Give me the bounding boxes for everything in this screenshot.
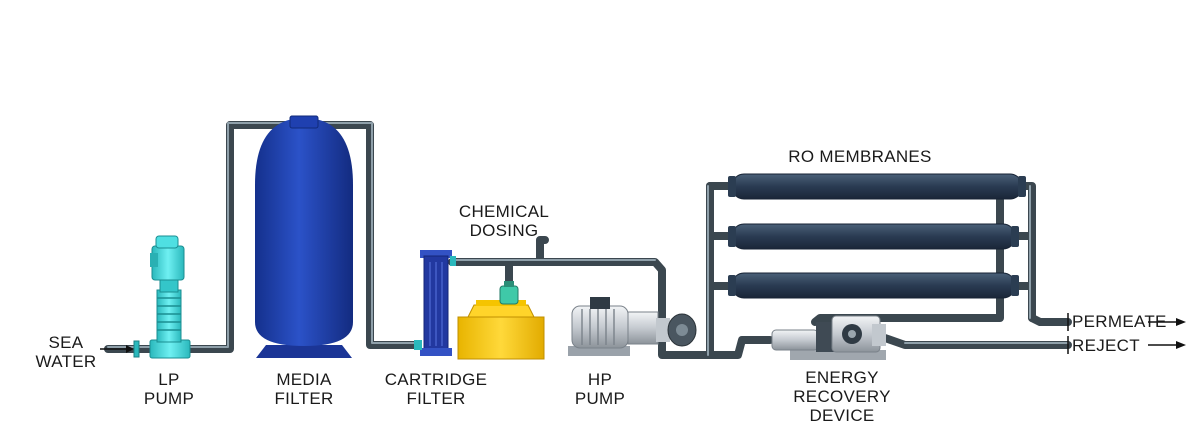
reject-arrow <box>1148 341 1186 349</box>
hp-pump <box>568 297 697 356</box>
sea-water-inlet <box>100 340 140 358</box>
energy-recovery-device <box>771 315 886 360</box>
outlet-arrows <box>1067 313 1186 354</box>
media-filter-label-line-1: MEDIA <box>276 370 332 389</box>
reject-label: REJECT <box>1072 336 1152 355</box>
reject-label-text: REJECT <box>1072 336 1140 355</box>
permeate-label-text: PERMEATE <box>1072 312 1167 331</box>
ro-membranes-label: RO MEMBRANES <box>760 147 960 166</box>
membrane-vessel-1 <box>728 173 1026 200</box>
hp-pump-label: HP PUMP <box>560 370 640 408</box>
membrane-vessel-3 <box>728 272 1019 299</box>
ro-membranes <box>728 173 1026 299</box>
lp-pump-label: LP PUMP <box>134 370 204 408</box>
erd-label-line-2: RECOVERY <box>793 387 891 406</box>
hp-pump-label-line-2: PUMP <box>574 389 626 408</box>
lp-pump-label-line-1: LP <box>158 370 180 389</box>
media-filter <box>255 115 353 358</box>
ro-membranes-label-text: RO MEMBRANES <box>788 147 932 166</box>
cartridge-filter-label: CARTRIDGE FILTER <box>371 370 501 408</box>
cartridge-filter-label-line-1: CARTRIDGE <box>384 370 488 389</box>
sea-water-label-line-1: SEA <box>48 333 84 352</box>
energy-recovery-device-label: ENERGY RECOVERY DEVICE <box>782 368 902 425</box>
permeate-label: PERMEATE <box>1072 312 1167 331</box>
media-filter-label: MEDIA FILTER <box>259 370 349 408</box>
erd-label-line-1: ENERGY <box>805 368 879 387</box>
media-filter-label-line-2: FILTER <box>274 389 334 408</box>
chemical-dosing-label-line-2: DOSING <box>469 221 539 240</box>
cartridge-filter <box>414 250 456 356</box>
permeate-arrow <box>1148 318 1186 326</box>
cartridge-filter-label-line-2: FILTER <box>406 389 466 408</box>
membrane-vessel-2 <box>728 223 1019 250</box>
lp-pump <box>149 235 191 359</box>
hp-pump-label-line-1: HP <box>587 370 613 389</box>
sea-water-label-line-2: WATER <box>35 352 97 371</box>
erd-label-line-3: DEVICE <box>809 406 875 425</box>
chemical-dosing-label-line-1: CHEMICAL <box>458 202 550 221</box>
sea-water-label: SEA WATER <box>30 333 102 371</box>
chemical-dosing <box>457 281 545 360</box>
lp-pump-label-line-2: PUMP <box>143 389 195 408</box>
chemical-dosing-label: CHEMICAL DOSING <box>443 202 565 240</box>
